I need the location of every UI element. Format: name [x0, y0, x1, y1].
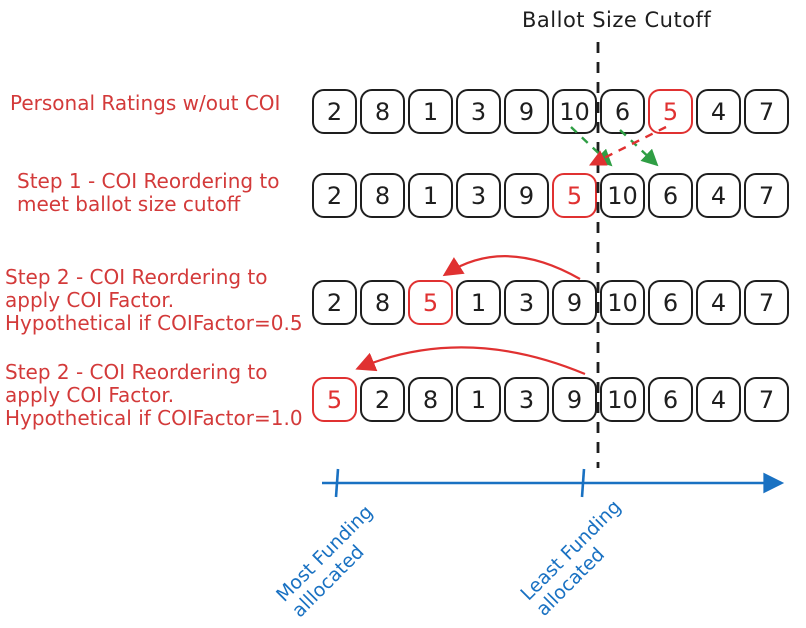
rating-box: 8 [360, 280, 405, 325]
row-label-personal-ratings: Personal Ratings w/out COI [10, 91, 281, 115]
rating-box: 7 [744, 173, 789, 218]
rating-box: 6 [648, 173, 693, 218]
rating-box: 1 [456, 377, 501, 422]
coi-factor-10-arrow [355, 346, 586, 376]
rating-box: 9 [504, 89, 549, 134]
row-label-step2-factor-10: Step 2 - COI Reordering to apply COI Fac… [5, 360, 303, 430]
row-label-step2-factor-05: Step 2 - COI Reordering to apply COI Fac… [5, 265, 303, 335]
rating-box: 3 [456, 89, 501, 134]
rating-box: 7 [744, 89, 789, 134]
rating-box-coi: 5 [552, 173, 597, 218]
rating-box: 3 [456, 173, 501, 218]
rating-box: 4 [696, 377, 741, 422]
rating-box: 10 [600, 173, 645, 218]
rating-box: 7 [744, 280, 789, 325]
rating-box: 2 [360, 377, 405, 422]
ratings-row-step2-05: 2 8 5 1 3 9 10 6 4 7 [312, 280, 794, 325]
rating-box-coi: 5 [648, 89, 693, 134]
axis-tick-least-funding [580, 468, 586, 498]
rating-box: 9 [504, 173, 549, 218]
rating-box: 4 [696, 280, 741, 325]
rating-box: 1 [456, 280, 501, 325]
rating-box: 10 [552, 89, 597, 134]
rating-box: 2 [312, 89, 357, 134]
rating-box: 7 [744, 377, 789, 422]
ratings-row-original: 2 8 1 3 9 10 6 5 4 7 [312, 89, 794, 134]
ballot-size-cutoff-title: Ballot Size Cutoff [522, 8, 712, 32]
rating-box: 3 [504, 280, 549, 325]
rating-box: 1 [408, 173, 453, 218]
rating-box: 6 [600, 89, 645, 134]
rating-box-coi: 5 [312, 377, 357, 422]
rating-box: 9 [552, 377, 597, 422]
rating-box: 6 [648, 280, 693, 325]
rating-box-coi: 5 [408, 280, 453, 325]
rating-box: 2 [312, 173, 357, 218]
rating-box: 1 [408, 89, 453, 134]
rating-box: 3 [504, 377, 549, 422]
rating-box: 10 [600, 377, 645, 422]
row-label-step1: Step 1 - COI Reordering to meet ballot s… [17, 169, 280, 216]
coi-factor-05-arrow [442, 255, 581, 280]
rating-box: 8 [360, 89, 405, 134]
axis-label-least-funding: Least Funding allocated [516, 495, 626, 621]
axis-tick-most-funding [334, 468, 340, 498]
rating-box: 4 [696, 89, 741, 134]
rating-box: 10 [600, 280, 645, 325]
axis-label-most-funding: Most Funding alllocated [272, 501, 378, 622]
shift-right-arrow-6 [619, 129, 659, 167]
rating-box: 4 [696, 173, 741, 218]
rating-box: 9 [552, 280, 597, 325]
rating-box: 8 [360, 173, 405, 218]
rating-box: 8 [408, 377, 453, 422]
ratings-row-step2-10: 5 2 8 1 3 9 10 6 4 7 [312, 377, 794, 422]
rating-box: 6 [648, 377, 693, 422]
ratings-row-step1: 2 8 1 3 9 5 10 6 4 7 [312, 173, 794, 218]
rating-box: 2 [312, 280, 357, 325]
